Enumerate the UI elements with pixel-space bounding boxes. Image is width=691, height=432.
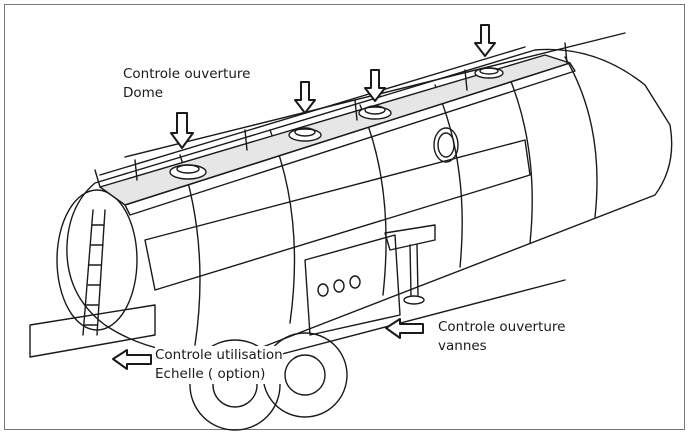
ladder-control-label-line1: Controle utilisation <box>155 347 283 363</box>
down-arrow-icon <box>170 112 194 149</box>
left-arrow-icon <box>112 349 152 370</box>
chassis <box>29 224 566 366</box>
down-arrow-icon <box>294 81 316 114</box>
ladder <box>82 209 106 336</box>
ladder-control-label-line2: Echelle ( option) <box>155 366 266 382</box>
down-arrow-icon <box>474 24 496 57</box>
tanker-trailer-illustration <box>29 24 673 431</box>
diagram-frame: Controle ouverture Dome Controle ouvertu… <box>4 4 685 431</box>
valves-control-label: Controle ouverture vannes <box>438 318 565 356</box>
ladder-control-label: Controle utilisation Echelle ( option) <box>155 346 283 384</box>
annotation-arrows <box>112 24 496 370</box>
left-arrow-icon <box>385 318 424 339</box>
valves-control-label-line1: Controle ouverture <box>438 319 566 335</box>
dome-control-label-line1: Controle ouverture <box>123 66 251 82</box>
valves-control-label-line2: vannes <box>438 338 487 354</box>
dome-control-label: Controle ouverture Dome <box>123 65 250 103</box>
top-catwalk <box>94 32 626 216</box>
domes <box>169 67 504 180</box>
dome-control-label-line2: Dome <box>123 85 164 101</box>
down-arrow-icon <box>364 69 386 102</box>
